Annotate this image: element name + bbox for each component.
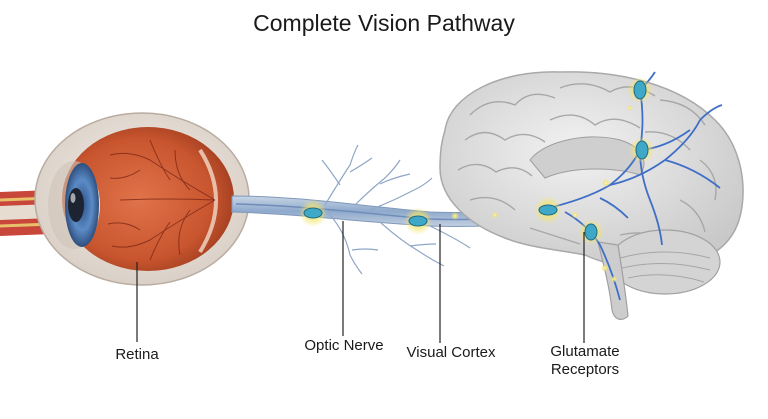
label-visual-cortex: Visual Cortex — [406, 344, 496, 361]
brain — [439, 71, 744, 320]
label-glutamate-line2: Receptors — [550, 361, 620, 378]
signal-dots — [451, 105, 633, 283]
label-optic-nerve: Optic Nerve — [304, 337, 384, 354]
neuron-brain-entry — [534, 196, 562, 224]
neuron-cortex-top — [627, 77, 653, 103]
leader-lines — [136, 221, 585, 343]
figure-title: Complete Vision Pathway — [253, 10, 515, 36]
retina — [198, 148, 218, 254]
neuron-optic-nerve-2 — [404, 207, 432, 235]
iris — [65, 163, 99, 247]
label-glutamate-receptors: Glutamate Receptors — [540, 343, 630, 379]
label-retina: Retina — [115, 346, 159, 363]
neuron-glutamate — [578, 219, 604, 245]
label-glutamate-line1: Glutamate — [550, 343, 620, 360]
signal-neurons — [299, 77, 655, 245]
retinal-vessels — [107, 139, 216, 261]
neuron-optic-nerve-1 — [299, 199, 327, 227]
neuron-cortex-mid — [629, 137, 655, 163]
nerve-branches — [321, 144, 471, 275]
